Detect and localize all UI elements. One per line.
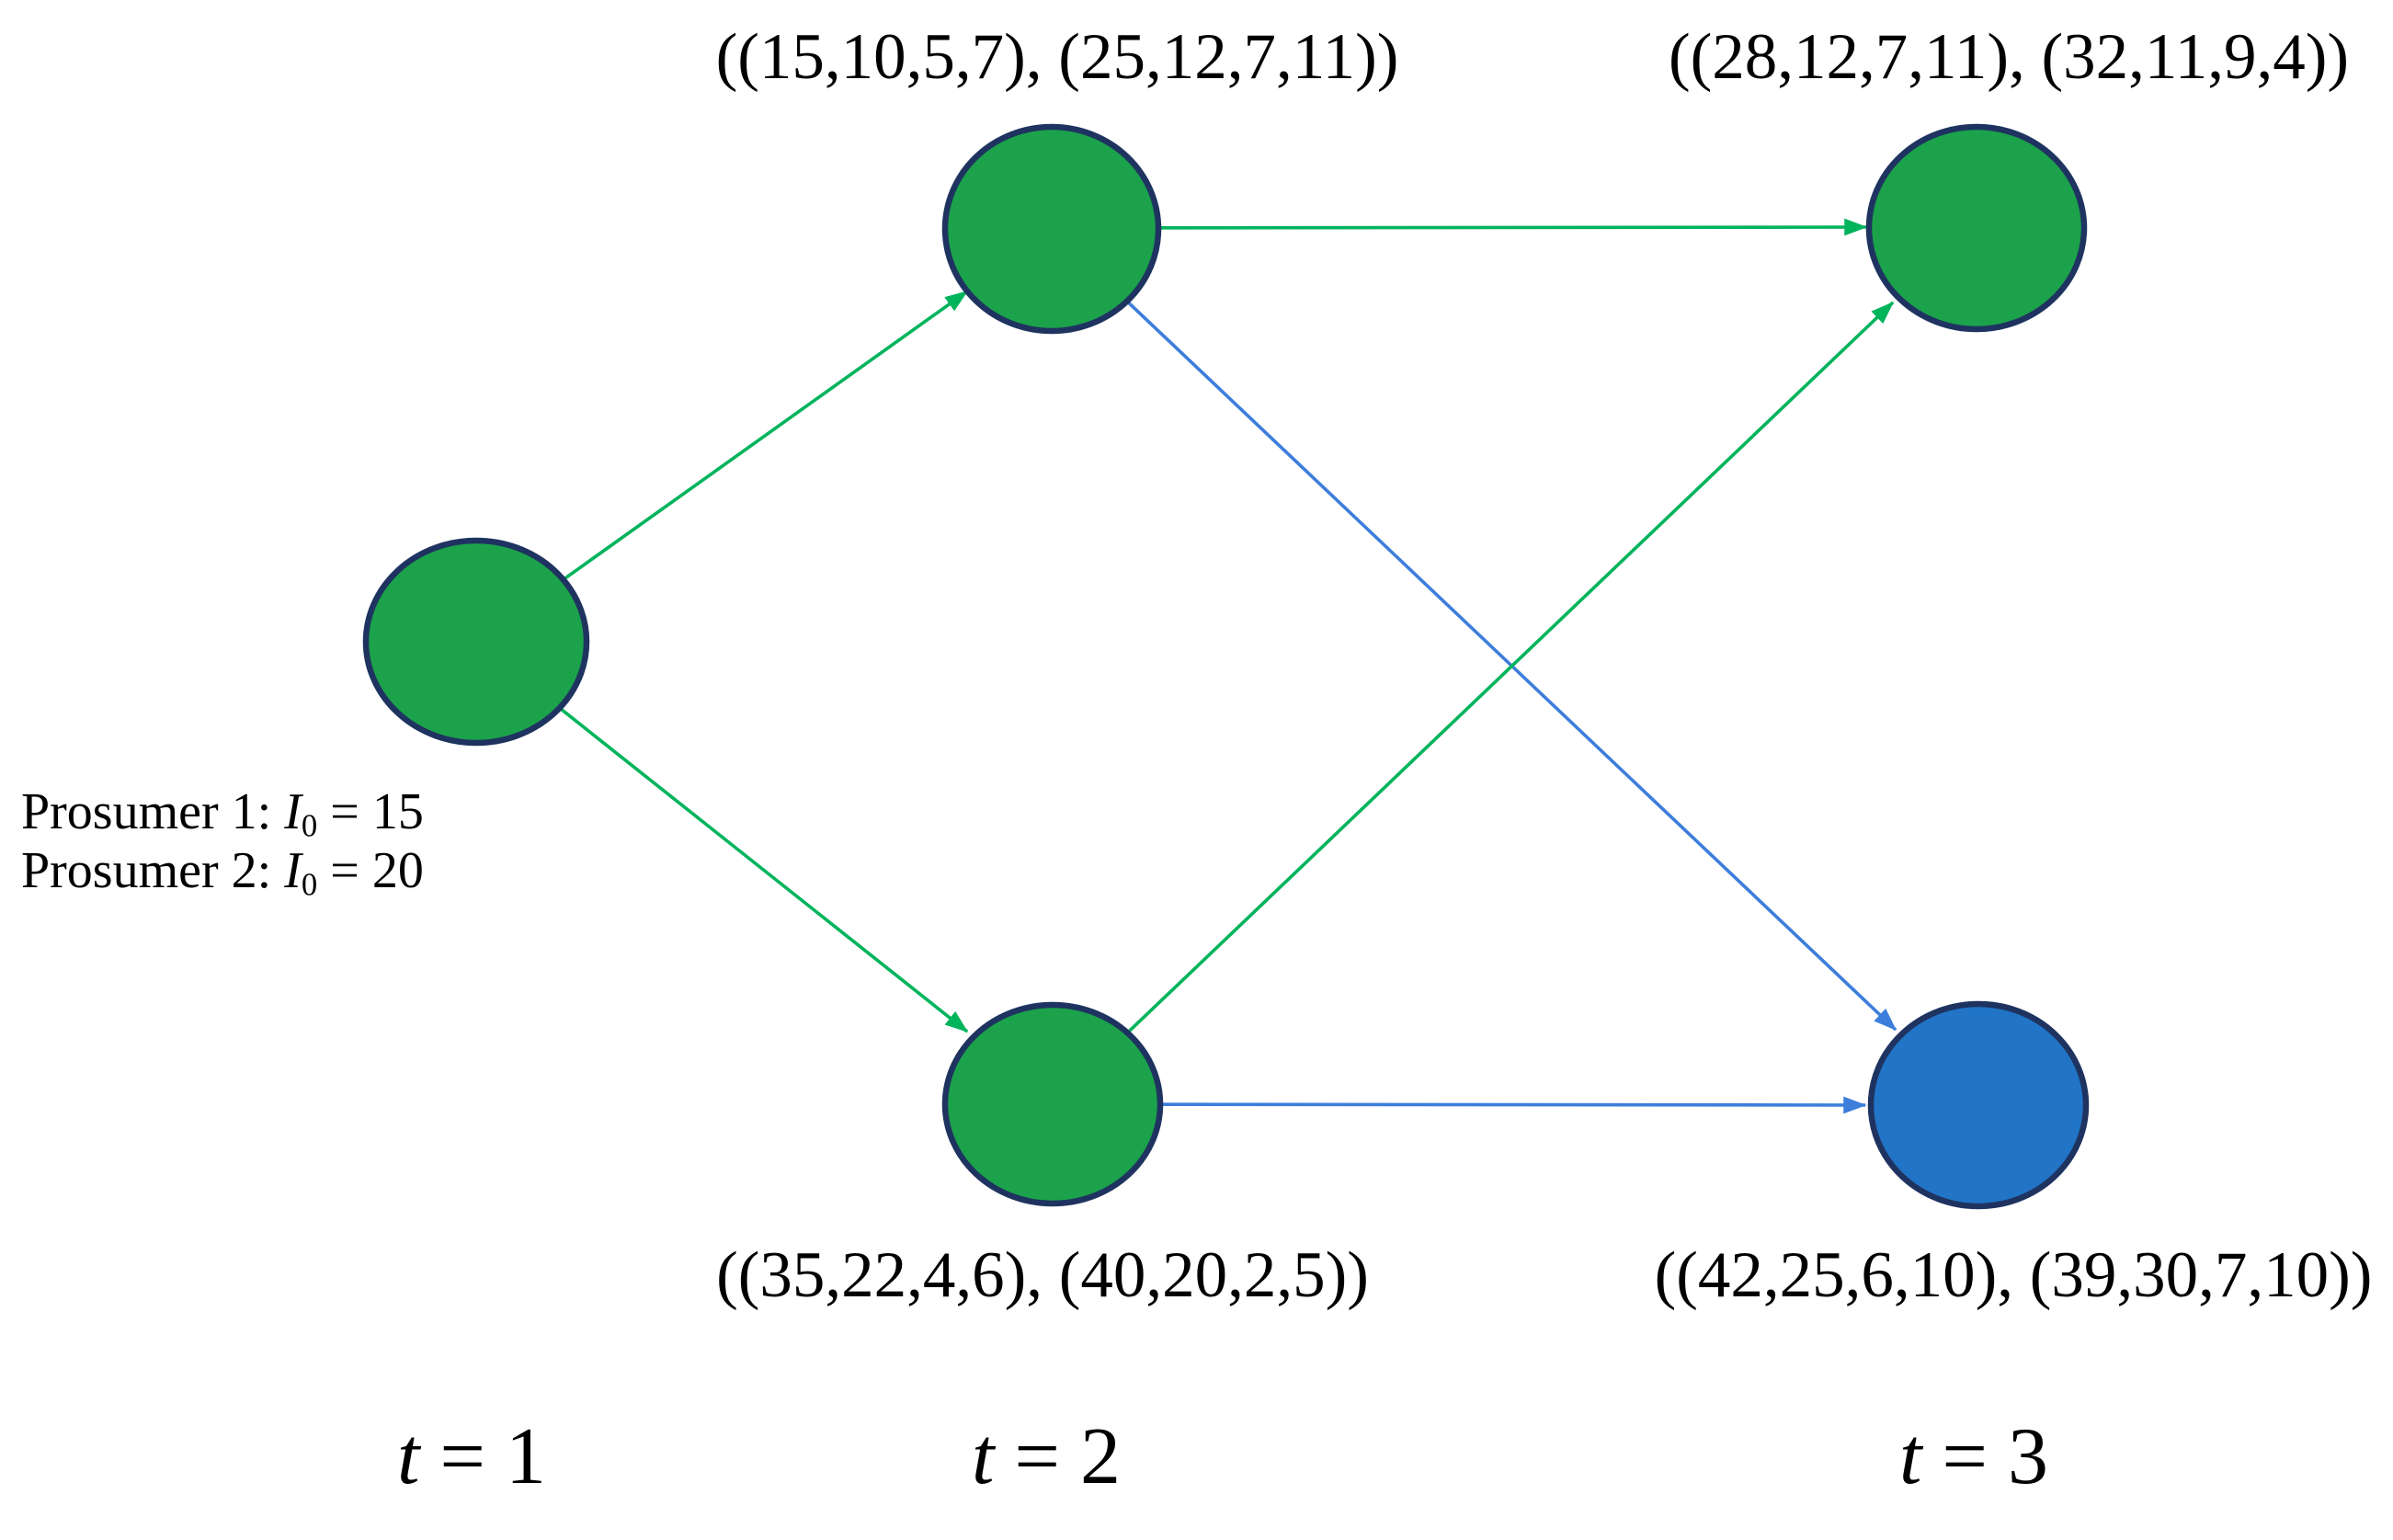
time-label-t3: t = 3 (1781, 1417, 2167, 1498)
node-t2-top (941, 123, 1162, 335)
prosumer-2-value: = 20 (317, 842, 424, 899)
edge-t2top-to-t3top (1051, 218, 1868, 236)
t-symbol: t (396, 1412, 420, 1501)
node-t1-root (362, 537, 590, 747)
time-label-t1: t = 1 (279, 1417, 665, 1498)
prosumer-1-prefix: Prosumer 1: (21, 783, 285, 840)
inventory-symbol: I (284, 783, 302, 840)
prosumer-note-line-1: Prosumer 1: I0 = 15 (21, 782, 424, 844)
prosumer-1-value: = 15 (317, 783, 424, 840)
edge-t2bottom-to-t3top (1051, 301, 1895, 1106)
edges (474, 218, 1897, 1114)
edge-t2bottom-to-t3bottom (1052, 1096, 1867, 1114)
nodes (362, 123, 2090, 1210)
t2-value: = 2 (994, 1412, 1122, 1501)
scenario-label-t3-top: ((28,12,7,11), (32,11,9,4)) (1668, 21, 2350, 93)
node-t2-bottom (941, 1001, 1164, 1207)
scenario-label-t2-top: ((15,10,5,7), (25,12,7,11)) (715, 21, 1399, 93)
scenario-label-t2-bottom: ((35,22,4,6), (40,20,2,5)) (716, 1239, 1369, 1311)
node-t3-top (1865, 123, 2088, 333)
t-symbol: t (971, 1412, 995, 1501)
scenario-label-t3-bottom: ((42,25,6,10), (39,30,7,10)) (1654, 1239, 2373, 1311)
t3-value: = 3 (1921, 1412, 2049, 1501)
t1-value: = 1 (419, 1412, 547, 1501)
inventory-symbol: I (284, 842, 302, 899)
node-t3-bottom (1867, 1000, 2090, 1210)
time-label-t2: t = 2 (853, 1417, 1239, 1498)
edge-t2top-to-t3bottom (1050, 228, 1897, 1032)
prosumer-note: Prosumer 1: I0 = 15 Prosumer 2: I0 = 20 (21, 782, 424, 903)
prosumer-note-line-2: Prosumer 2: I0 = 20 (21, 841, 424, 903)
prosumer-2-prefix: Prosumer 2: (21, 842, 285, 899)
inventory-subscript: 0 (301, 807, 318, 844)
t-symbol: t (1898, 1412, 1922, 1501)
inventory-subscript: 0 (301, 866, 318, 903)
